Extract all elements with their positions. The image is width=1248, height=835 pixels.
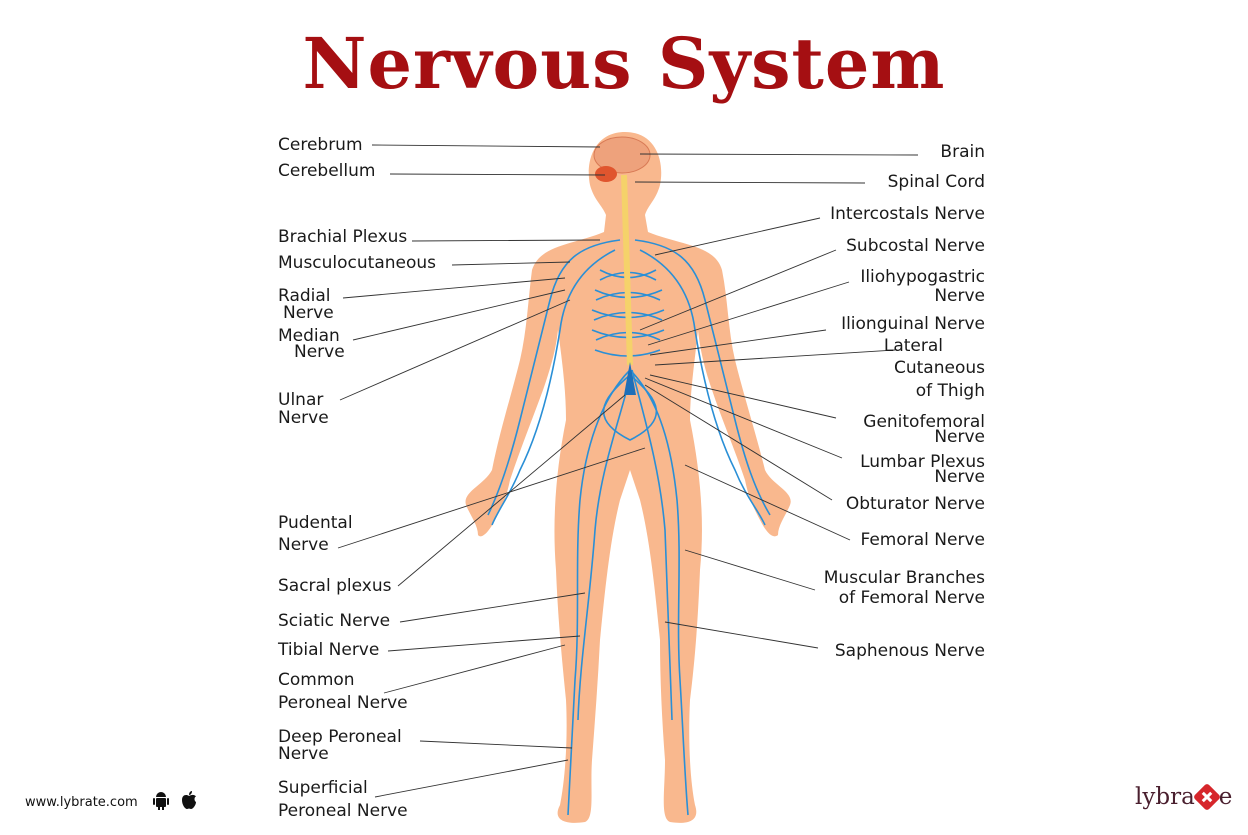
label-pudental-2: Nerve: [278, 535, 329, 555]
label-common-peroneal: Common: [278, 670, 355, 690]
plus-icon: [1192, 782, 1221, 812]
label-muscular-branches: Muscular Branches: [823, 568, 985, 588]
label-deep-peroneal-2: Nerve: [278, 744, 329, 764]
label-superficial-peroneal-2: Peroneal Nerve: [278, 801, 408, 821]
body-silhouette: [465, 132, 791, 823]
label-median: Median: [278, 326, 340, 346]
label-iliohypogastric-2: Nerve: [934, 286, 985, 306]
label-lumbar-plexus-2: Nerve: [934, 467, 985, 487]
label-lateral-2: Cutaneous: [894, 358, 985, 378]
label-saphenous: Saphenous Nerve: [834, 641, 985, 661]
leader-lines: [337, 144, 919, 798]
label-lumbar-plexus: Lumbar Plexus: [860, 452, 985, 472]
android-icon[interactable]: [152, 792, 170, 810]
label-genitofemoral-2: Nerve: [934, 427, 985, 447]
label-deep-peroneal: Deep Peroneal: [278, 727, 402, 747]
label-common-peroneal-2: Peroneal Nerve: [278, 693, 408, 713]
label-intercostals: Intercostals Nerve: [830, 204, 985, 224]
brain-icon: [593, 136, 651, 174]
label-subcostal: Subcostal Nerve: [846, 236, 985, 256]
label-ulnar-2: Nerve: [278, 408, 329, 428]
website-link[interactable]: www.lybrate.com: [25, 790, 198, 810]
label-radial: Radial: [278, 286, 331, 306]
label-obturator: Obturator Nerve: [845, 494, 985, 514]
spinal-cord: [621, 174, 633, 366]
label-femoral: Femoral Nerve: [860, 530, 986, 550]
label-spinal-cord: Spinal Cord: [887, 172, 985, 192]
logo-text-end: e: [1218, 784, 1233, 810]
label-cerebellum: Cerebellum: [278, 161, 376, 181]
label-sciatic: Sciatic Nerve: [278, 611, 391, 631]
label-iliohypogastric: Iliohypogastric: [860, 267, 985, 287]
label-lateral-3: of Thigh: [915, 381, 985, 401]
label-muscular-branches-2: of Femoral Nerve: [838, 588, 985, 608]
label-brachial-plexus: Brachial Plexus: [278, 227, 408, 247]
label-genitofemoral: Genitofemoral: [863, 412, 985, 432]
page-title: Nervous System: [302, 22, 946, 105]
website-text: www.lybrate.com: [25, 795, 138, 810]
label-sacral-plexus: Sacral plexus: [278, 576, 392, 596]
label-tibial: Tibial Nerve: [278, 640, 380, 660]
cauda-equina: [624, 362, 636, 395]
label-pudental: Pudental: [278, 513, 353, 533]
apple-icon[interactable]: [180, 790, 198, 810]
label-cerebrum: Cerebrum: [278, 135, 363, 155]
label-lateral: Lateral: [883, 336, 943, 356]
label-ulnar: Ulnar: [278, 390, 324, 410]
logo-text: lybra: [1135, 784, 1195, 810]
label-radial-2: Nerve: [283, 303, 334, 323]
label-brain: Brain: [940, 142, 985, 162]
cerebellum-icon: [595, 166, 617, 182]
label-superficial-peroneal: Superficial: [278, 778, 368, 798]
label-median-2: Nerve: [294, 342, 345, 362]
label-musculocutaneous: Musculocutaneous: [278, 253, 437, 273]
label-ilionguinal: Ilionguinal Nerve: [841, 314, 985, 334]
